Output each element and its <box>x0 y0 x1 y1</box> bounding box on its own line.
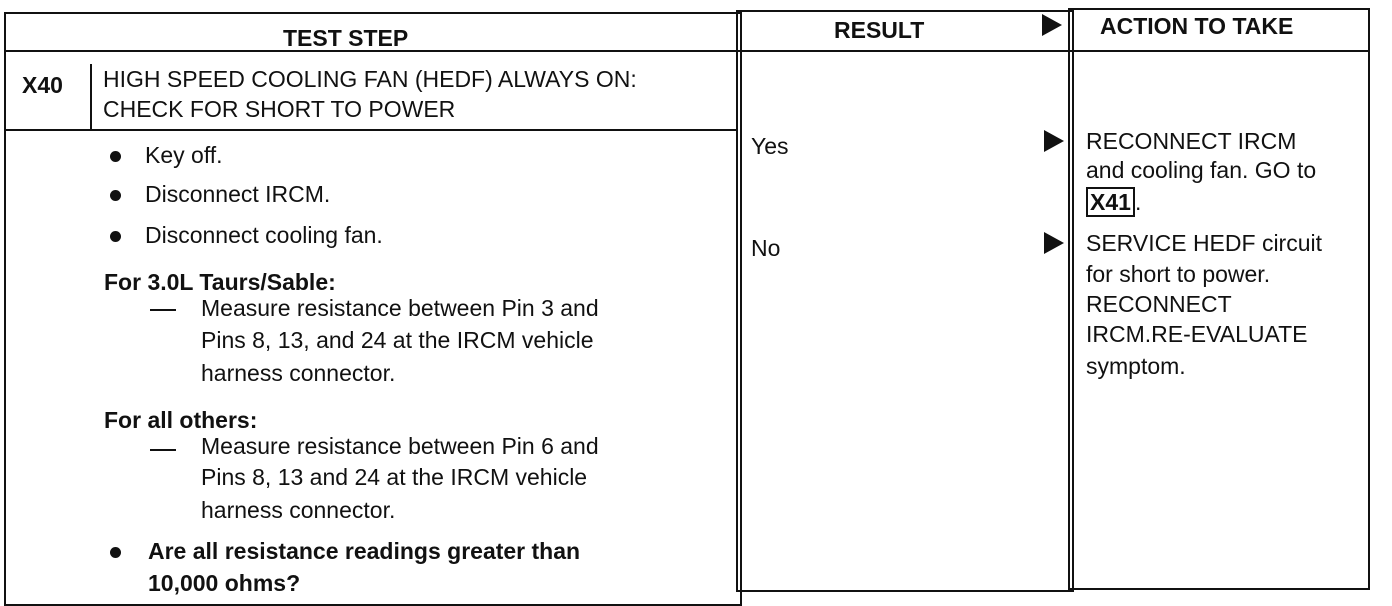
section-line: Pins 8, 13 and 24 at the IRCM vehicle <box>201 464 588 490</box>
step-id-divider <box>90 64 92 130</box>
header-action: ACTION TO TAKE <box>1100 13 1294 39</box>
section-line: Measure resistance between Pin 3 and <box>201 295 599 321</box>
result-arrow-icon <box>1044 232 1064 254</box>
step-title-line2: CHECK FOR SHORT TO POWER <box>103 96 456 122</box>
result-column-frame <box>736 10 1074 592</box>
instruction-item: Disconnect cooling fan. <box>145 222 383 248</box>
action-goto-line: X41. <box>1086 187 1141 218</box>
action-line: RECONNECT <box>1086 291 1232 317</box>
title-divider <box>4 129 738 131</box>
result-no: No <box>751 235 781 261</box>
header-test-step: TEST STEP <box>283 25 409 51</box>
section-line: harness connector. <box>201 360 396 386</box>
instruction-item: Key off. <box>145 142 223 168</box>
header-arrow-icon <box>1042 14 1062 36</box>
section-heading: For all others: <box>104 407 258 433</box>
dash-icon <box>150 449 176 451</box>
action-line: and cooling fan. GO to <box>1086 157 1317 183</box>
question-line: Are all resistance readings greater than <box>148 538 581 564</box>
section-line: Pins 8, 13, and 24 at the IRCM vehicle <box>201 327 594 353</box>
action-column-frame <box>1068 8 1370 590</box>
question-line: 10,000 ohms? <box>148 570 301 596</box>
action-line: for short to power. <box>1086 261 1271 287</box>
section-line: harness connector. <box>201 497 396 523</box>
step-id: X40 <box>22 72 63 98</box>
step-title-line1: HIGH SPEED COOLING FAN (HEDF) ALWAYS ON: <box>103 66 637 92</box>
result-yes: Yes <box>751 133 789 159</box>
header-result: RESULT <box>834 17 925 43</box>
goto-step-box[interactable]: X41 <box>1086 187 1135 217</box>
bullet-icon <box>110 151 121 162</box>
action-line: IRCM.RE-EVALUATE <box>1086 321 1308 347</box>
action-line: SERVICE HEDF circuit <box>1086 230 1323 256</box>
action-line: symptom. <box>1086 353 1186 379</box>
test-step-column-frame <box>4 12 742 606</box>
section-heading: For 3.0L Taurs/Sable: <box>104 269 336 295</box>
action-line: RECONNECT IRCM <box>1086 128 1297 154</box>
section-line: Measure resistance between Pin 6 and <box>201 433 599 459</box>
bullet-icon <box>110 547 121 558</box>
header-divider <box>4 50 1370 52</box>
dash-icon <box>150 309 176 311</box>
result-arrow-icon <box>1044 130 1064 152</box>
bullet-icon <box>110 231 121 242</box>
bullet-icon <box>110 190 121 201</box>
instruction-item: Disconnect IRCM. <box>145 181 331 207</box>
goto-suffix: . <box>1134 189 1142 215</box>
